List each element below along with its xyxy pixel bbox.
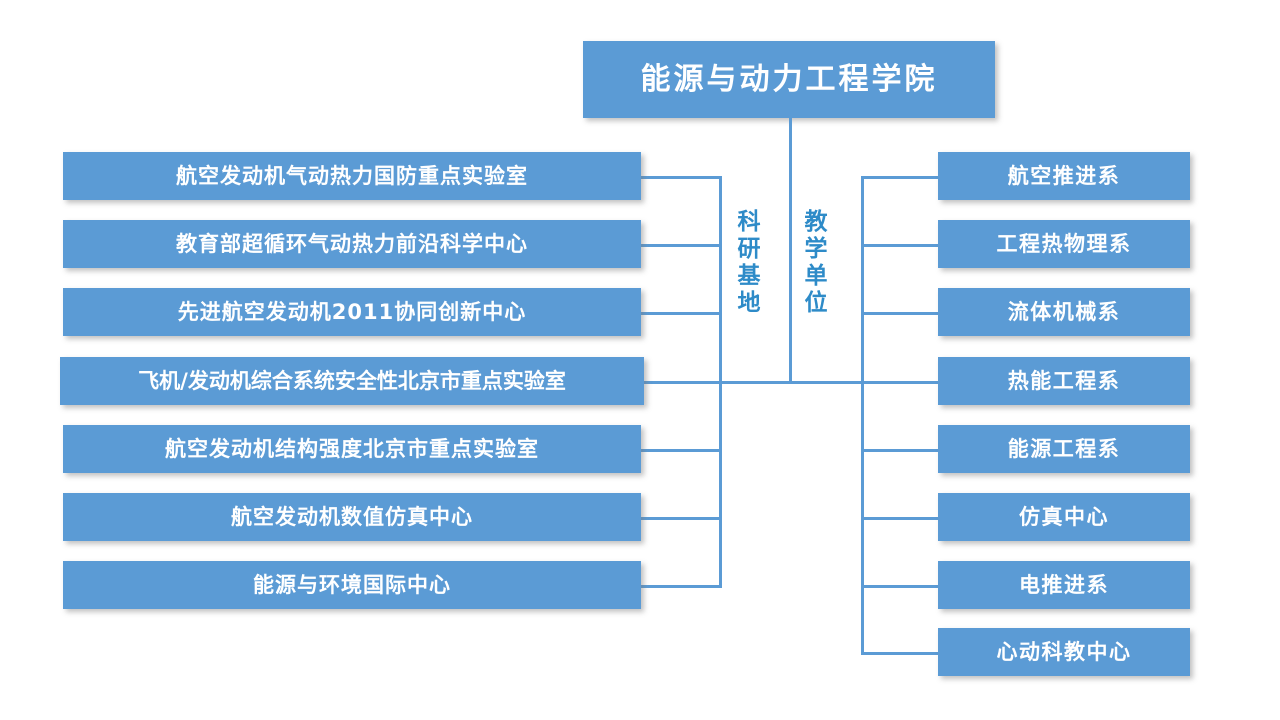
branch-label-char: 基 <box>737 263 761 290</box>
left-node-2[interactable]: 教育部超循环气动热力前沿科学中心 <box>63 220 641 268</box>
right-node-5[interactable]: 能源工程系 <box>938 425 1190 473</box>
branch-label-char: 研 <box>737 236 761 263</box>
left-node-6[interactable]: 航空发动机数值仿真中心 <box>63 493 641 541</box>
branch-label-char: 地 <box>737 290 761 317</box>
right-node-7[interactable]: 电推进系 <box>938 561 1190 609</box>
left-node-1[interactable]: 航空发动机气动热力国防重点实验室 <box>63 152 641 200</box>
connector-right-spine <box>861 176 864 653</box>
connector-right-stub-5 <box>861 449 941 452</box>
connector-left-stub-7 <box>641 585 722 588</box>
left-node-3[interactable]: 先进航空发动机2011协同创新中心 <box>63 288 641 336</box>
connector-left-stub-2 <box>641 244 722 247</box>
right-node-4[interactable]: 热能工程系 <box>938 357 1190 405</box>
connector-root-stem <box>789 118 792 384</box>
right-node-1[interactable]: 航空推进系 <box>938 152 1190 200</box>
connector-left-stub-3 <box>641 312 722 315</box>
branch-label-char: 科 <box>737 209 761 235</box>
right-node-6[interactable]: 仿真中心 <box>938 493 1190 541</box>
branch-label-char: 位 <box>804 290 828 317</box>
branch-label-char: 学 <box>804 236 828 263</box>
right-node-8[interactable]: 心动科教中心 <box>938 628 1190 676</box>
branch-label-research-bases: 科 研 基 地 <box>735 209 763 318</box>
connector-right-stub-3 <box>861 312 941 315</box>
connector-right-stub-4 <box>861 381 941 384</box>
connector-right-stub-7 <box>861 585 941 588</box>
connector-left-stub-1 <box>641 176 722 179</box>
branch-label-teaching-units: 教 学 单 位 <box>802 209 830 318</box>
connector-trunk <box>720 381 865 384</box>
connector-right-stub-1 <box>861 176 941 179</box>
root-node-school[interactable]: 能源与动力工程学院 <box>583 41 995 118</box>
connector-left-stub-6 <box>641 517 722 520</box>
connector-left-stub-5 <box>641 449 722 452</box>
left-node-4[interactable]: 飞机/发动机综合系统安全性北京市重点实验室 <box>60 357 644 405</box>
connector-right-stub-6 <box>861 517 941 520</box>
connector-left-stub-4 <box>644 381 722 384</box>
branch-label-char: 教 <box>804 209 828 235</box>
left-node-5[interactable]: 航空发动机结构强度北京市重点实验室 <box>63 425 641 473</box>
connector-right-stub-2 <box>861 244 941 247</box>
right-node-2[interactable]: 工程热物理系 <box>938 220 1190 268</box>
right-node-3[interactable]: 流体机械系 <box>938 288 1190 336</box>
connector-right-stub-8 <box>861 652 941 655</box>
branch-label-char: 单 <box>804 263 828 290</box>
connector-left-spine <box>719 176 722 585</box>
left-node-7[interactable]: 能源与环境国际中心 <box>63 561 641 609</box>
